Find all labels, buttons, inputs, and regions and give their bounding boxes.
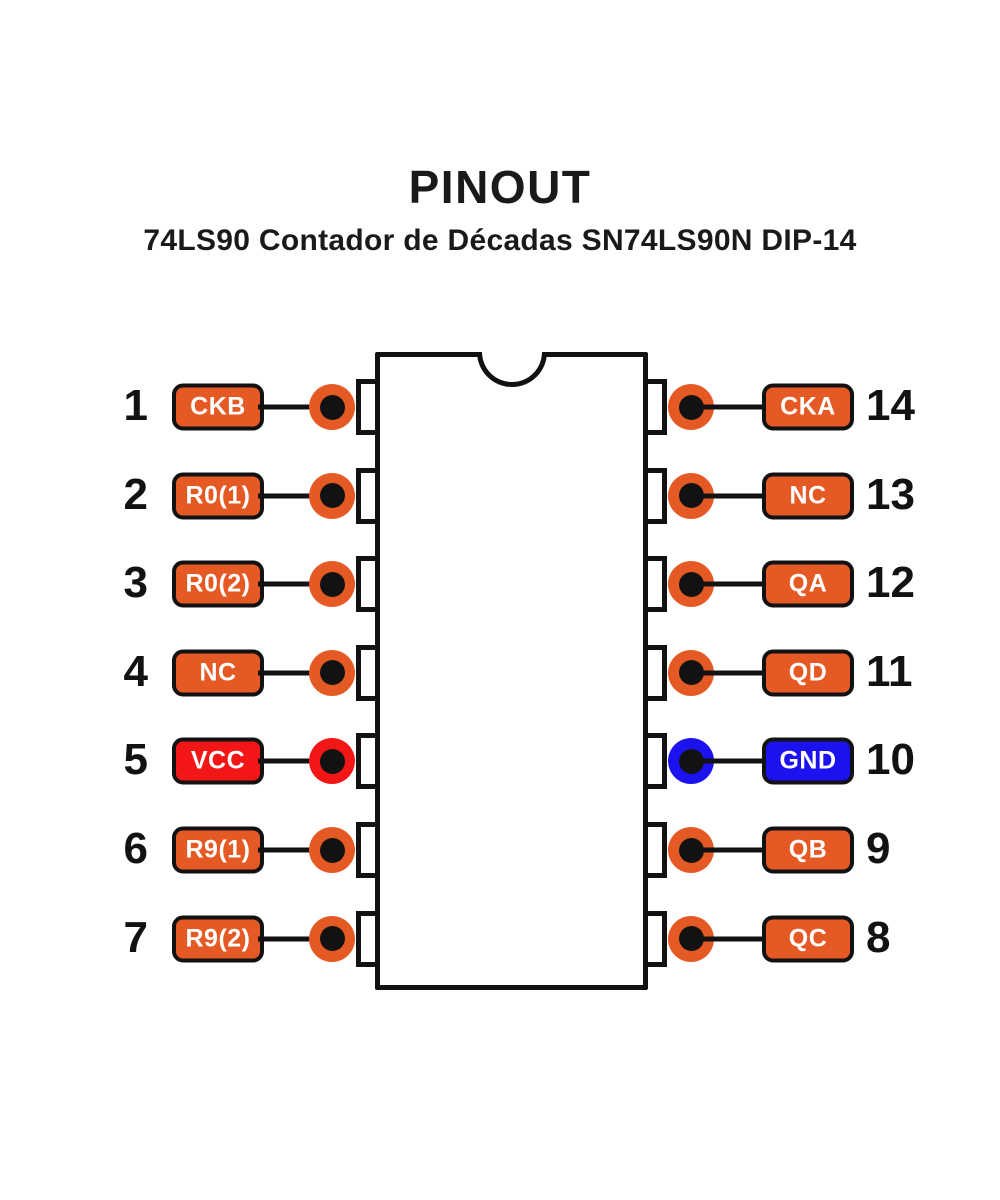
pin-wire (689, 493, 765, 499)
pin-label: VCC (172, 737, 264, 785)
ic-body (375, 352, 648, 990)
pin-label: NC (762, 472, 854, 520)
pin-number: 12 (866, 558, 915, 608)
page-title: PINOUT (408, 161, 592, 213)
pin-label: R0(1) (172, 472, 264, 520)
pin-wire (689, 404, 765, 410)
dot-center (319, 394, 345, 420)
pin-number: 1 (123, 381, 148, 431)
dot-center (319, 571, 345, 597)
pin-label: R9(2) (172, 915, 264, 963)
pin-number: 7 (123, 912, 148, 962)
pin-label: QB (762, 826, 854, 874)
pin-label: QD (762, 649, 854, 697)
pin-number: 6 (123, 824, 148, 874)
dot-center (319, 926, 345, 952)
pin-number: 10 (866, 735, 915, 785)
dot-center (319, 837, 345, 863)
pin-wire (258, 493, 334, 499)
pin-label: QA (762, 560, 854, 608)
pin-label: CKB (172, 383, 264, 431)
pin-number: 13 (866, 469, 915, 519)
pin-number: 5 (123, 735, 148, 785)
pin-dot (309, 915, 355, 962)
pin-wire (258, 404, 334, 410)
pin-number: 8 (866, 912, 891, 962)
pin-label: R9(1) (172, 826, 264, 874)
pin-wire (258, 847, 334, 853)
pin-wire (258, 936, 334, 942)
pin-label: GND (762, 737, 854, 785)
pin-number: 4 (123, 646, 148, 696)
pin-wire (689, 758, 765, 764)
pin-dot (309, 738, 355, 785)
pin-wire (689, 670, 765, 676)
pin-wire (689, 847, 765, 853)
page-subtitle: 74LS90 Contador de Décadas SN74LS90N DIP… (143, 224, 857, 257)
pin-wire (258, 581, 334, 587)
pin-number: 11 (866, 646, 913, 696)
pin-dot (309, 561, 355, 608)
pin-wire (689, 936, 765, 942)
pin-number: 14 (866, 381, 915, 431)
pin-label: R0(2) (172, 560, 264, 608)
dot-center (319, 660, 345, 686)
pin-dot (309, 384, 355, 430)
pin-dot (309, 472, 355, 519)
pin-label: CKA (762, 383, 854, 431)
pin-wire (258, 758, 334, 764)
pin-dot (309, 649, 355, 696)
pin-number: 2 (123, 469, 148, 519)
pin-number: 9 (866, 824, 891, 874)
pin-label: NC (172, 649, 264, 697)
pin-number: 3 (123, 558, 148, 608)
pin-wire (258, 670, 334, 676)
dot-center (319, 483, 345, 509)
pin-label: QC (762, 915, 854, 963)
pin-wire (689, 581, 765, 587)
ic-notch-icon (476, 352, 547, 387)
dot-center (319, 748, 345, 774)
pin-dot (309, 827, 355, 873)
